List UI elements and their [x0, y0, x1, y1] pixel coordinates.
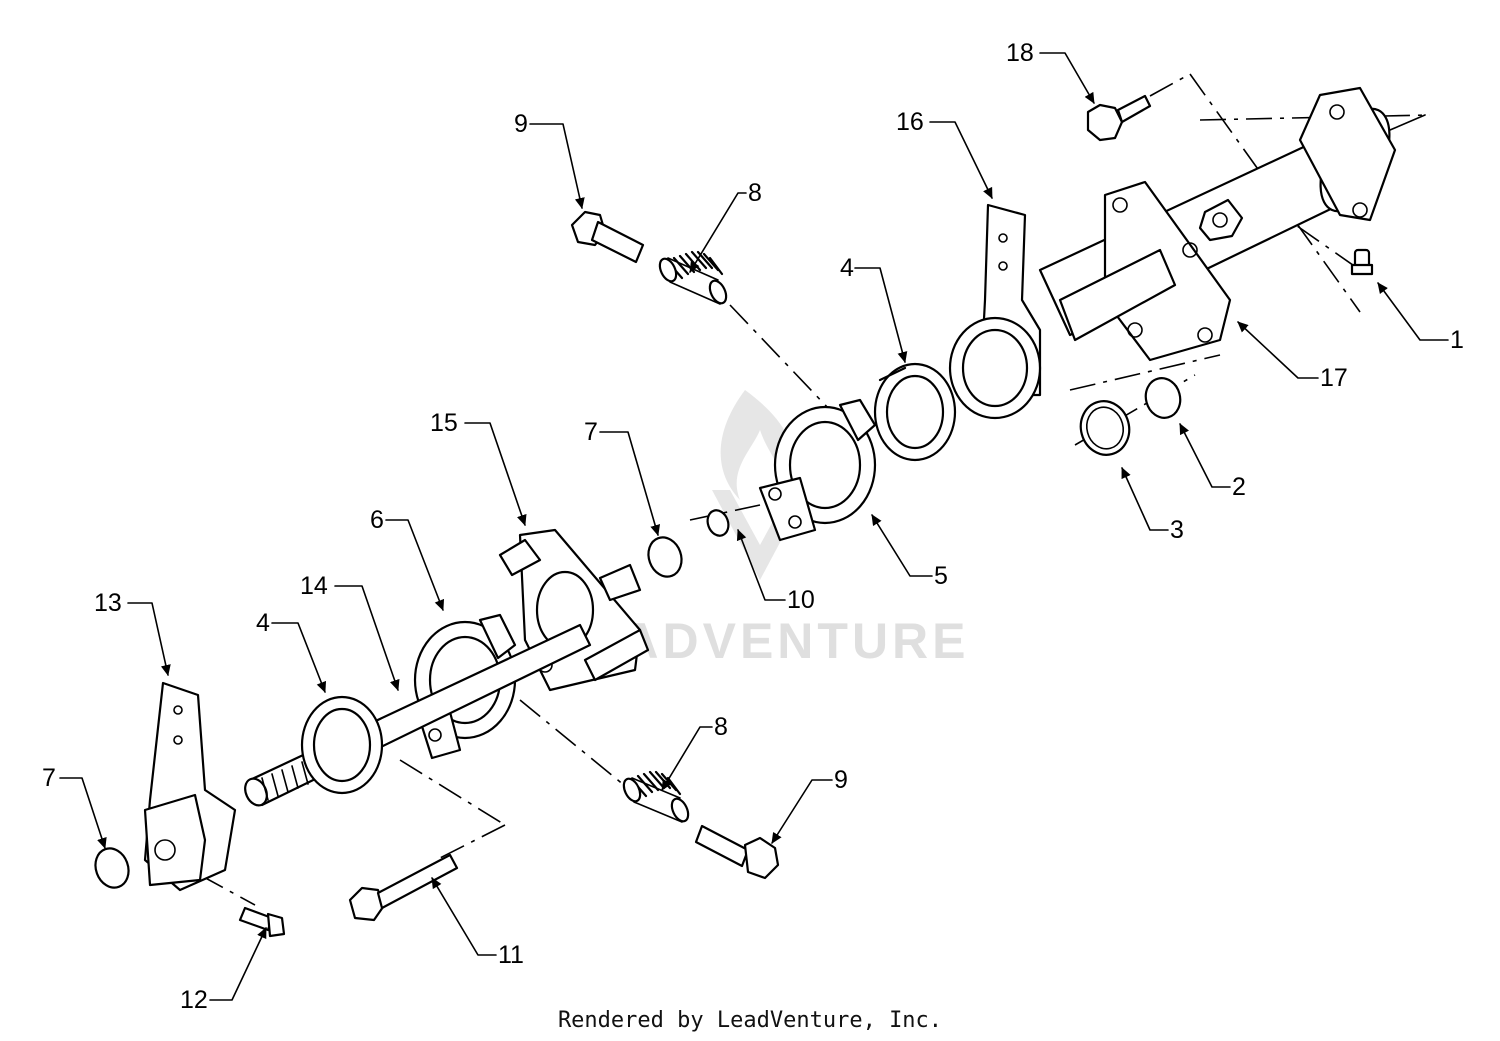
callout-8-lower: 8 — [714, 713, 728, 741]
callout-6: 6 — [370, 506, 384, 534]
callout-7-lower: 7 — [42, 764, 56, 792]
part-12-screw — [238, 906, 286, 938]
part-17-axle-tube — [1038, 86, 1426, 362]
part-16-arm — [948, 203, 1042, 420]
callout-8-upper: 8 — [748, 179, 762, 207]
part-7-ring-upper — [647, 536, 683, 578]
callout-10: 10 — [787, 586, 815, 614]
part-4-bushing-upper — [873, 362, 957, 462]
part-9-bolt-lower — [694, 824, 780, 880]
callout-11: 11 — [498, 941, 524, 969]
callout-15: 15 — [430, 409, 458, 437]
footer-credit: Rendered by LeadVenture, Inc. — [557, 1008, 943, 1033]
callout-16: 16 — [896, 108, 924, 136]
part-1-grease-fitting — [1350, 248, 1374, 276]
callout-17: 17 — [1320, 364, 1348, 392]
callout-13: 13 — [94, 589, 122, 617]
part-10-ring — [706, 509, 730, 537]
callout-1: 1 — [1450, 326, 1464, 354]
part-14-shaft — [244, 623, 592, 807]
part-11-bolt — [348, 853, 459, 922]
callout-9-lower: 9 — [834, 766, 848, 794]
part-13-arm — [143, 681, 237, 892]
part-9-bolt-upper — [570, 210, 645, 264]
callout-5: 5 — [934, 562, 948, 590]
callout-9-upper: 9 — [514, 110, 528, 138]
callout-14: 14 — [300, 572, 328, 600]
part-2-ring — [1144, 377, 1182, 419]
part-5-clamp — [758, 398, 877, 542]
callout-12: 12 — [180, 986, 208, 1014]
callout-7-upper: 7 — [584, 418, 598, 446]
part-8-spring-upper — [658, 250, 728, 305]
callout-2: 2 — [1232, 473, 1246, 501]
callout-labels: 1 2 3 4 4 5 6 7 7 8 8 9 9 10 11 12 13 14… — [42, 39, 1464, 1014]
part-18-bolt — [1086, 94, 1152, 142]
callout-4-upper: 4 — [840, 254, 854, 282]
part-4-bushing-lower — [300, 695, 384, 795]
callout-4-lower: 4 — [256, 609, 270, 637]
part-3-ring — [1079, 400, 1131, 456]
callout-leaders — [59, 52, 1449, 1001]
callout-3: 3 — [1170, 516, 1184, 544]
callout-18: 18 — [1006, 39, 1034, 67]
part-8-spring-lower — [622, 770, 690, 823]
part-7-ring-lower — [94, 847, 130, 889]
